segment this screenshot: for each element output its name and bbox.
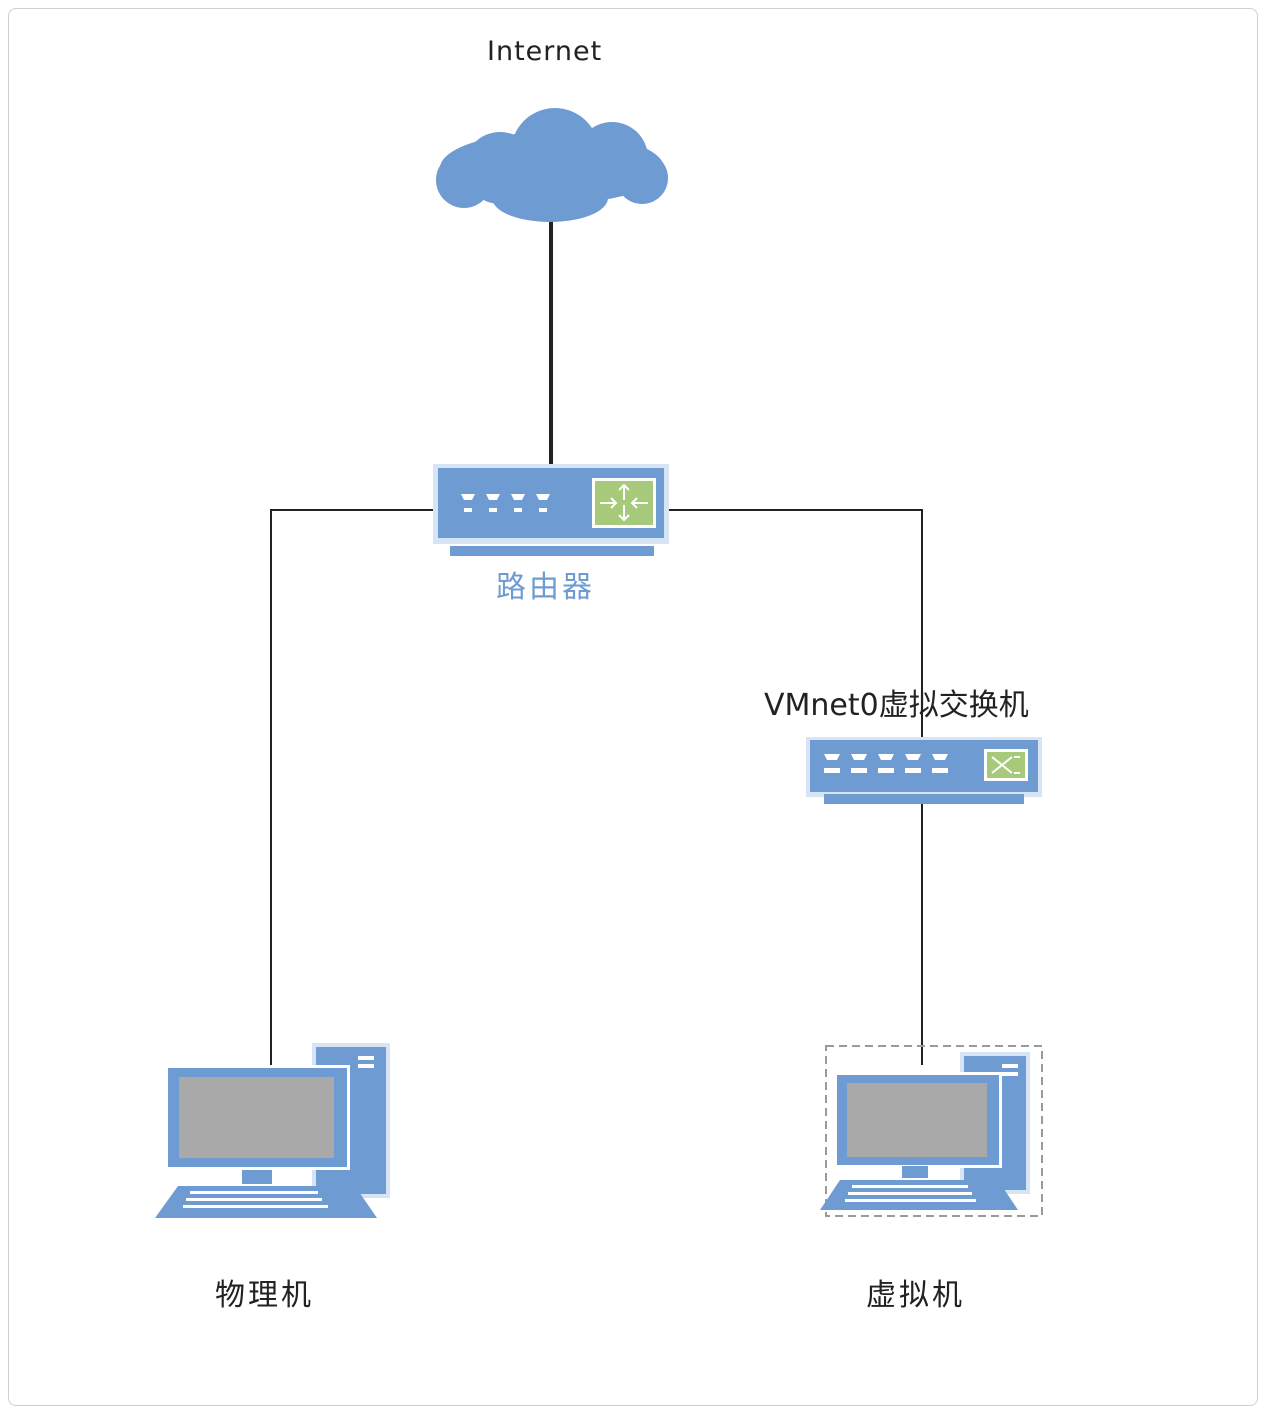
virtual-pc-label: 虚拟机 [866,1278,965,1313]
internet-label: Internet [487,36,603,67]
physical-pc-label: 物理机 [215,1278,314,1313]
switch-icon [806,737,1042,804]
router-label: 路由器 [496,570,595,605]
desktop-computer-icon [155,1043,390,1218]
diagram-frame [8,8,1258,1406]
router-icon [433,464,669,556]
virtual-computer-icon [820,1045,1043,1217]
connections [270,215,923,1065]
cloud-icon [436,108,668,222]
switch-label: VMnet0虚拟交换机 [764,688,1029,723]
link-router-switch [551,509,923,740]
